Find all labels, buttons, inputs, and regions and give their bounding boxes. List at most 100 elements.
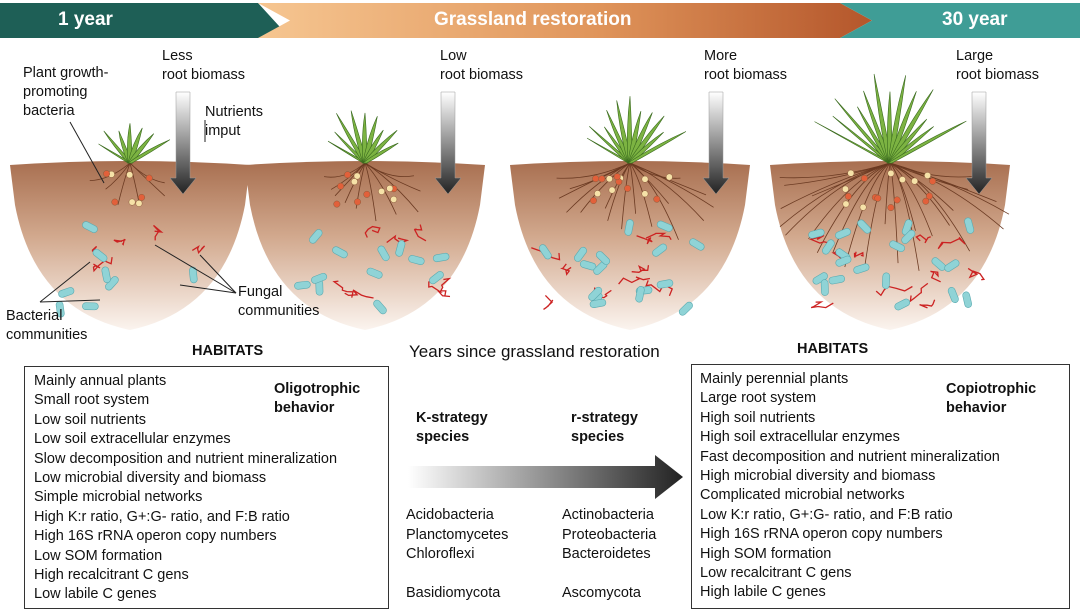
root [889, 162, 933, 237]
root [334, 162, 366, 197]
pgpb-dot [653, 195, 661, 203]
leaf [127, 139, 171, 164]
r-fungal-taxon: Ascomycota [562, 584, 641, 601]
pgpb-dot [887, 204, 895, 212]
fungal-hyphae [91, 224, 986, 310]
hypha [413, 224, 427, 242]
hypha [808, 234, 830, 244]
left-habitat-item: High recalcitrant C gens [34, 567, 189, 584]
pgpb-dot [350, 178, 358, 186]
left-habitat-item: Small root system [34, 392, 150, 409]
plants [98, 73, 967, 164]
bacterium [894, 298, 911, 311]
bacterium [652, 243, 667, 257]
root [844, 162, 891, 268]
hypha [645, 280, 674, 297]
down-arrow [965, 91, 993, 195]
pgpb-cluster [103, 170, 153, 207]
bacterium [366, 267, 383, 279]
right-habitat-item: Low K:r ratio, G+:G- ratio, and F:B rati… [700, 506, 953, 523]
hypha [645, 232, 672, 241]
bacterium [309, 229, 323, 244]
hypha [967, 267, 986, 281]
soil-profile [510, 161, 750, 330]
years-since-restoration-label: Years since grassland restoration [409, 342, 660, 361]
k-to-r-arrow [408, 455, 683, 499]
bacterium [294, 280, 311, 290]
pgpb-dot [613, 173, 621, 181]
pgpb-dot [344, 171, 352, 179]
bacterium [678, 301, 693, 316]
bacterial-community [55, 221, 198, 318]
fungal-community [332, 224, 452, 299]
root [566, 162, 631, 213]
left-habitat-item: High 16S rRNA operon copy numbers [34, 528, 277, 545]
r-taxon: Actinobacteria [562, 507, 654, 523]
banner-middle-segment [258, 3, 872, 38]
r-taxon: Bacteroidetes [562, 546, 651, 562]
bacterium [332, 246, 348, 259]
bacterial-community [538, 219, 705, 316]
pgpb-cluster [333, 171, 398, 208]
bacterium [962, 291, 973, 308]
r-strategy-label: r-strategy species [571, 410, 638, 445]
oligotrophic-behavior-label: Oligotrophic behavior [274, 381, 361, 416]
bacterium [901, 219, 913, 236]
hypha [909, 282, 929, 303]
pgpb-dot [594, 190, 602, 198]
pgpb-dot [859, 203, 867, 211]
left-habitat-item: Low soil nutrients [34, 411, 147, 428]
bacterial-community [294, 229, 450, 315]
pgpb-dot [354, 198, 361, 206]
pgpb-dot [592, 175, 600, 183]
bacterium [595, 251, 611, 265]
k-taxon: Planctomycetes [406, 526, 509, 543]
copiotrophic-behavior-label: Copiotrophic behavior [946, 381, 1037, 416]
bacterium [82, 221, 98, 233]
pgpb-dots [103, 169, 937, 212]
right-habitat-item: Fast decomposition and nutrient minerali… [700, 448, 1000, 465]
right-habitat-item: High soil extracellular enzymes [700, 429, 900, 446]
bacterium [835, 228, 851, 240]
root-biomass-arrows [169, 91, 993, 195]
root [580, 162, 631, 213]
banner-end-segment [840, 3, 1080, 38]
left-habitat-item: Simple microbial networks [34, 489, 203, 506]
banner-end-label: 30 year [942, 9, 1008, 30]
left-habitat-item: Low soil extracellular enzymes [34, 431, 231, 448]
pgpb-dot [608, 186, 616, 194]
annotation-leaders [39, 120, 237, 303]
bacterium [58, 287, 75, 298]
down-arrow [702, 91, 730, 195]
bacterium [588, 286, 603, 301]
bacterium [589, 298, 607, 308]
bacterium [881, 272, 891, 290]
pgpb-cluster [841, 169, 937, 212]
bacterium [857, 219, 872, 234]
pgpb-dot [390, 195, 398, 203]
root [808, 162, 891, 240]
root [889, 162, 997, 203]
timeline-banner [0, 3, 1080, 38]
k-fungal-taxon: Basidiomycota [406, 584, 501, 601]
right-habitat-item: Complicated microbial networks [700, 487, 905, 504]
stage3-root-label: More root biomass [704, 48, 788, 83]
left-habitat-item: Low SOM formation [34, 547, 163, 564]
bacterium [656, 279, 674, 289]
pgpb-dot [386, 184, 394, 192]
bacterium [889, 240, 905, 253]
hypha [919, 299, 936, 309]
root [785, 162, 891, 236]
hypha [618, 276, 651, 285]
hypha [191, 245, 206, 255]
k-strategy-label: K-strategy species [416, 410, 488, 445]
banner-start-segment [0, 3, 290, 38]
bacterium [835, 255, 852, 267]
bacterium [101, 266, 111, 284]
root [889, 162, 916, 231]
down-arrow [169, 91, 197, 195]
pgpb-dot [844, 192, 852, 200]
pgpb-dot [103, 170, 111, 178]
right-habitat-item: High microbial diversity and biomass [700, 468, 936, 485]
